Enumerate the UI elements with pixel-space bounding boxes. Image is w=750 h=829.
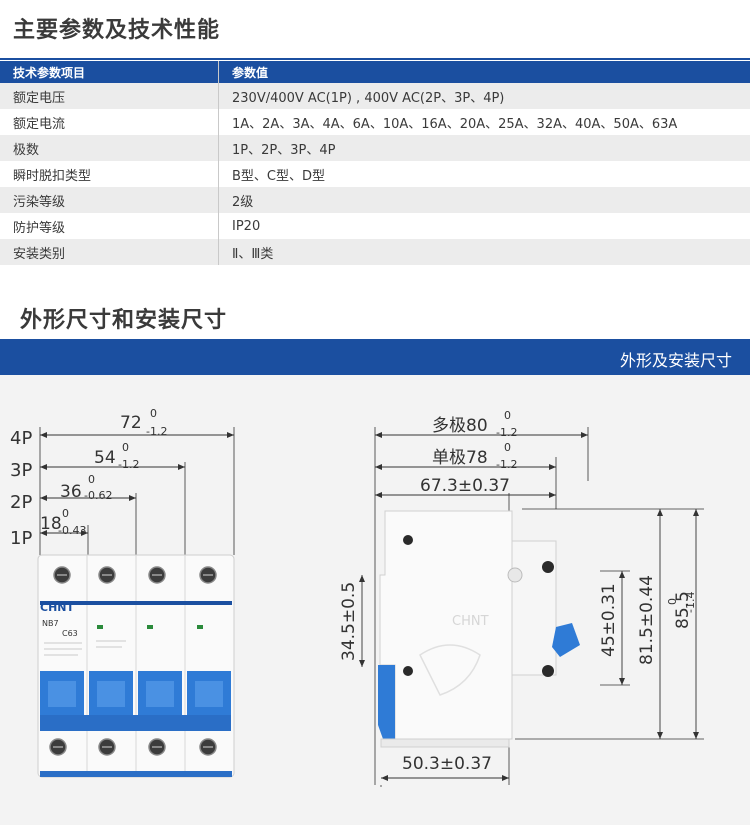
rating-label: C63 (62, 629, 78, 638)
param-name: 污染等级 (0, 187, 219, 213)
dim-36: 36 (60, 482, 82, 502)
dim-18-lower: -0.43 (58, 524, 86, 537)
dimension-drawing-area: 4P 3P 2P 1P 72 0 -1.2 54 0 -1.2 36 0 -0.… (0, 375, 750, 825)
param-name: 瞬时脱扣类型 (0, 161, 219, 187)
param-value: IP20 (219, 213, 750, 239)
banner-label: 外形及安装尺寸 (620, 347, 732, 371)
model-label: NB7 (42, 619, 59, 628)
breaker-4p-front: CHNT NB7 C63 (38, 555, 234, 777)
dim-multi-80-lower: -1.2 (496, 426, 517, 439)
dim-85-5-upper: 0 (666, 598, 679, 605)
brand-logo-front: CHNT (40, 601, 74, 614)
pole-label-3p: 3P (10, 460, 32, 481)
dim-72-lower: -1.2 (146, 425, 167, 438)
pole-label-4p: 4P (10, 428, 32, 449)
dim-single-78-lower: -1.2 (496, 458, 517, 471)
param-name: 额定电流 (0, 109, 219, 135)
side-view: 多极80 0 -1.2 单极78 0 -1.2 67.3±0.37 34.5±0… (339, 409, 704, 787)
param-name: 额定电压 (0, 83, 219, 109)
dim-34-5: 34.5±0.5 (339, 582, 359, 661)
dim-54: 54 (94, 448, 116, 468)
dim-50-3: 50.3±0.37 (402, 754, 492, 774)
param-value: B型、C型、D型 (219, 161, 750, 187)
front-view: 4P 3P 2P 1P 72 0 -1.2 54 0 -1.2 36 0 -0.… (10, 407, 234, 777)
title-rule (0, 58, 750, 60)
dim-multi-80-upper: 0 (504, 409, 511, 422)
header-item: 技术参数项目 (0, 61, 219, 83)
dimensions-banner: 外形及安装尺寸 (0, 339, 750, 375)
dim-45: 45±0.31 (599, 583, 619, 657)
table-header-row: 技术参数项目 参数值 (0, 61, 750, 83)
param-value: 1P、2P、3P、4P (219, 135, 750, 161)
dim-72-upper: 0 (150, 407, 157, 420)
dim-85-5-lower: -1.4 (684, 592, 697, 613)
param-value: 2级 (219, 187, 750, 213)
dim-multi-80: 多极80 (432, 416, 488, 436)
pole-label-2p: 2P (10, 492, 32, 513)
param-name: 安装类别 (0, 239, 219, 265)
param-value: Ⅱ、Ⅲ类 (219, 239, 750, 265)
section-title-dimensions: 外形尺寸和安装尺寸 (20, 302, 227, 334)
dim-single-78-upper: 0 (504, 441, 511, 454)
pole-label-1p: 1P (10, 528, 32, 549)
dim-18-upper: 0 (62, 507, 69, 520)
param-name: 防护等级 (0, 213, 219, 239)
header-value: 参数值 (219, 61, 750, 83)
dim-54-upper: 0 (122, 441, 129, 454)
section-title-params: 主要参数及技术性能 (13, 12, 220, 44)
param-value: 1A、2A、3A、4A、6A、10A、16A、20A、25A、32A、40A、5… (219, 109, 750, 135)
dim-54-lower: -1.2 (118, 458, 139, 471)
dim-81-5: 81.5±0.44 (637, 575, 657, 665)
dim-67-3: 67.3±0.37 (420, 476, 510, 496)
dim-36-lower: -0.62 (84, 489, 112, 502)
dim-36-upper: 0 (88, 473, 95, 486)
brand-logo-side: CHNT (452, 614, 489, 629)
dim-single-78: 单极78 (432, 448, 488, 468)
dimension-drawing: 4P 3P 2P 1P 72 0 -1.2 54 0 -1.2 36 0 -0.… (0, 375, 750, 825)
breaker-side: CHNT (378, 511, 580, 747)
dim-72: 72 (120, 413, 142, 433)
param-name: 极数 (0, 135, 219, 161)
param-value: 230V/400V AC(1P) , 400V AC(2P、3P、4P) (219, 83, 750, 109)
